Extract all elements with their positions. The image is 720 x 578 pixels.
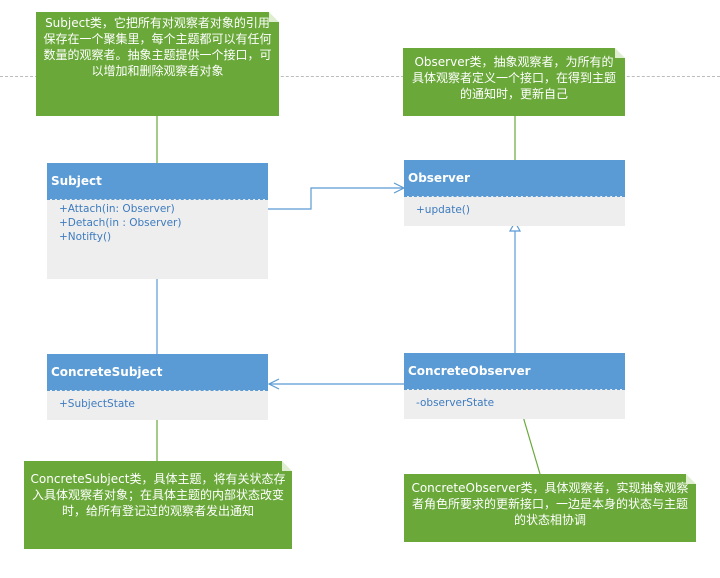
class-observer[interactable]: Observer +update() <box>404 160 625 226</box>
note-subject-text: Subject类，它把所有对观察者对象的引用保存在一个聚集里，每个主题都可以有任… <box>43 16 272 78</box>
class-subject[interactable]: Subject +Attach(in: Observer) +Detach(in… <box>47 163 268 279</box>
class-concrete-subject-name: ConcreteSubject <box>47 354 268 390</box>
class-subject-members: +Attach(in: Observer) +Detach(in : Obser… <box>47 199 268 279</box>
note-observer-text: Observer类，抽象观察者，为所有的具体观察者定义一个接口，在得到主题的通知… <box>411 55 616 101</box>
note-fold <box>282 461 292 471</box>
association-arrowhead-2 <box>267 378 280 390</box>
note-concrete-observer-text: ConcreteObserver类，具体观察者，实现抽象观察者角色所要求的更新接… <box>411 481 689 527</box>
association-subject-observer <box>268 187 404 210</box>
class-concrete-subject[interactable]: ConcreteSubject +SubjectState <box>47 354 268 420</box>
member-subject-state: +SubjectState <box>59 398 135 410</box>
class-concrete-observer-members: -observerState <box>404 389 625 419</box>
class-subject-name: Subject <box>47 163 268 199</box>
dashed-separator <box>0 76 720 77</box>
generalization-triangle-observer <box>508 220 522 232</box>
note-concrete-observer: ConcreteObserver类，具体观察者，实现抽象观察者角色所要求的更新接… <box>404 474 696 542</box>
note-connector-concrete-observer <box>521 412 541 475</box>
member-update: +update() <box>416 204 470 216</box>
class-concrete-observer-name: ConcreteObserver <box>404 353 625 389</box>
note-fold <box>615 48 625 58</box>
member-notify: +Notifty() <box>59 231 112 243</box>
member-attach: +Attach(in: Observer) <box>59 203 175 215</box>
note-fold <box>269 12 279 22</box>
note-concrete-subject-text: ConcreteSubject类，具体主题，将有关状态存入具体观察者对象；在具体… <box>30 472 286 518</box>
member-observer-state: -observerState <box>416 397 495 409</box>
note-subject: Subject类，它把所有对观察者对象的引用保存在一个聚集里，每个主题都可以有任… <box>36 12 279 116</box>
note-fold <box>686 474 696 484</box>
class-observer-name: Observer <box>404 160 625 196</box>
note-concrete-subject: ConcreteSubject类，具体主题，将有关状态存入具体观察者对象；在具体… <box>24 461 292 549</box>
note-observer: Observer类，抽象观察者，为所有的具体观察者定义一个接口，在得到主题的通知… <box>403 48 625 116</box>
class-observer-members: +update() <box>404 196 625 226</box>
class-concrete-subject-members: +SubjectState <box>47 390 268 420</box>
member-detach: +Detach(in : Observer) <box>59 217 182 229</box>
class-concrete-observer[interactable]: ConcreteObserver -observerState <box>404 353 625 419</box>
